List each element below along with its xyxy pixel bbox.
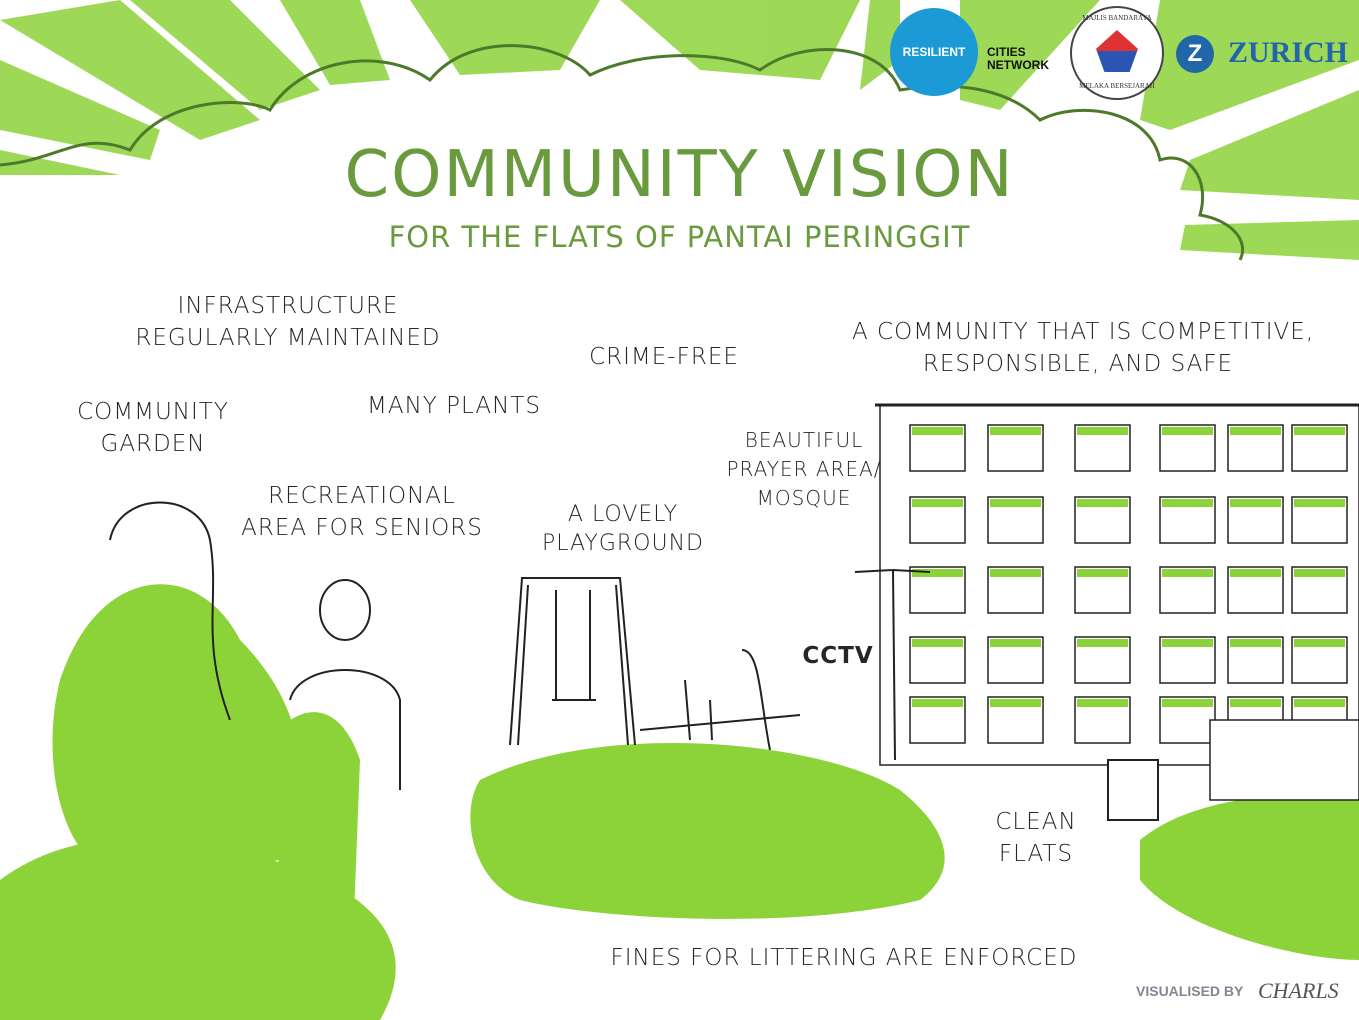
window-shade <box>912 699 963 707</box>
label-cctv: CCTV <box>800 640 876 672</box>
page-title: COMMUNITY VISION <box>344 138 1015 212</box>
cities-text: CITIES <box>987 45 1026 59</box>
window-shade <box>1162 569 1213 577</box>
label-line: MANY PLANTS <box>367 393 541 419</box>
window-shade <box>990 639 1041 647</box>
label-infrastructure: INFRASTRUCTURE REGULARLY MAINTAINED <box>130 290 446 354</box>
artist-signature: CHARLS <box>1258 978 1339 1003</box>
label-line: REGULARLY MAINTAINED <box>135 325 441 351</box>
window-shade <box>990 427 1041 435</box>
window-shade <box>990 699 1041 707</box>
label-playground: A LOVELY PLAYGROUND <box>534 500 712 558</box>
window-shade <box>990 499 1041 507</box>
window-shade <box>1230 569 1281 577</box>
label-line: INFRASTRUCTURE <box>177 293 399 319</box>
label-line: A COMMUNITY THAT IS COMPETITIVE, <box>852 319 1315 345</box>
window-shade <box>1162 427 1213 435</box>
window-shade <box>1294 427 1345 435</box>
playground-swing <box>509 577 801 746</box>
window-shade <box>1077 427 1128 435</box>
label-line: CRIME-FREE <box>589 344 739 370</box>
label-line: CCTV <box>802 643 874 669</box>
page-subtitle: FOR THE FLATS OF PANTAI PERINGGIT <box>388 220 971 254</box>
label-crime-free: CRIME-FREE <box>578 341 750 373</box>
label-line: PLAYGROUND <box>542 531 704 556</box>
window-shade <box>1294 569 1345 577</box>
label-line: BEAUTIFUL <box>744 428 864 452</box>
zurich-logo-text: ZURICH <box>1228 36 1349 69</box>
label-line: FINES FOR LITTERING ARE ENFORCED <box>610 945 1078 971</box>
garden-greenery <box>0 584 1359 1020</box>
people-figures <box>109 501 771 790</box>
window-shade <box>1230 499 1281 507</box>
window-shade <box>1162 699 1213 707</box>
window-shade <box>1077 569 1128 577</box>
label-community-safe: A COMMUNITY THAT IS COMPETITIVE, RESPONSI… <box>852 316 1315 380</box>
window-shade <box>1294 499 1345 507</box>
window-shade <box>1294 639 1345 647</box>
window-shade <box>912 499 963 507</box>
label-line: CLEAN <box>995 809 1077 835</box>
label-line: MOSQUE <box>756 486 852 510</box>
seal-emblem <box>1096 30 1138 72</box>
seal-bottom-text: MELAKA BERSEJARAH <box>1079 82 1155 90</box>
window-shade <box>1294 699 1345 707</box>
label-line: COMMUNITY <box>77 399 229 425</box>
credit-text: VISUALISED BY <box>1136 983 1244 999</box>
resilient-cities-logo: RESILIENT <box>890 8 978 96</box>
seal-top-text: MAJLIS BANDARAYA <box>1082 14 1152 22</box>
label-line: PRAYER AREA/ <box>726 457 882 481</box>
window-shade <box>1077 499 1128 507</box>
window-shade <box>912 569 963 577</box>
label-line: FLATS <box>998 841 1074 867</box>
window-shade <box>1077 699 1128 707</box>
label-line: GARDEN <box>100 431 206 457</box>
window-shade <box>1230 427 1281 435</box>
network-text: NETWORK <box>987 58 1049 72</box>
zurich-z-icon: Z <box>1176 35 1214 73</box>
apartment-building <box>875 403 1359 801</box>
lamp-post <box>854 568 931 761</box>
window-shade <box>912 427 963 435</box>
label-many-plants: MANY PLANTS <box>358 390 550 422</box>
label-fines-littering: FINES FOR LITTERING ARE ENFORCED <box>608 942 1080 974</box>
label-mosque: BEAUTIFUL PRAYER AREA/MOSQUE <box>714 426 894 513</box>
label-line: RESPONSIBLE, AND SAFE <box>922 351 1234 377</box>
window-shade <box>1162 639 1213 647</box>
window-shade <box>1230 639 1281 647</box>
label-clean-flats: CLEAN FLATS <box>986 806 1086 870</box>
label-line: AREA FOR SENIORS <box>241 515 483 541</box>
trash-bin <box>1107 759 1159 821</box>
label-line: A LOVELY <box>567 502 679 527</box>
window-shade <box>1077 639 1128 647</box>
window-shade <box>912 639 963 647</box>
window-shade <box>990 569 1041 577</box>
label-community-garden: COMMUNITY GARDEN <box>70 396 236 460</box>
window-shade <box>1230 699 1281 707</box>
label-recreational-area: RECREATIONAL AREA FOR SENIORS <box>240 480 484 544</box>
melaka-city-council-seal: MAJLIS BANDARAYA MELAKA BERSEJARAH <box>1070 6 1164 100</box>
cloud-outline <box>0 44 1245 261</box>
window-shade <box>1162 499 1213 507</box>
label-line: RECREATIONAL <box>268 483 456 509</box>
